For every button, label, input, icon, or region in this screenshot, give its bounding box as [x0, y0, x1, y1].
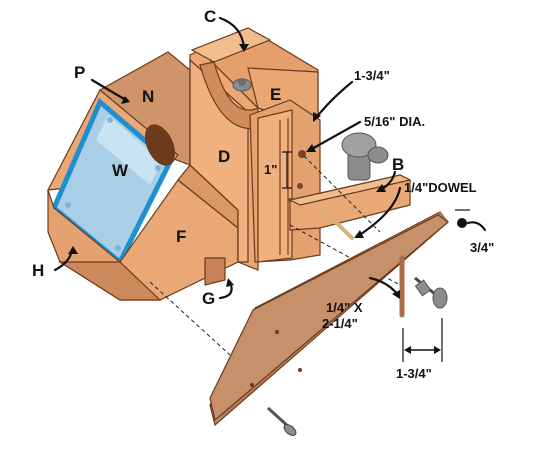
- dim-one-inch: 1": [264, 162, 277, 177]
- arrowhead: [376, 184, 386, 192]
- door-panel-main: [209, 214, 449, 422]
- dim-hole-dia: 5/16" DIA.: [364, 114, 425, 129]
- door-screw-hole: [298, 368, 302, 372]
- dim-dowel-size-2: 2-1/4": [322, 316, 358, 331]
- dim-dowel: 1/4"DOWEL: [404, 180, 477, 195]
- three-quarter-hole: [457, 218, 467, 228]
- dim-bracket-bottom: [402, 318, 443, 362]
- arrowhead: [313, 112, 321, 122]
- glass-reflection: [96, 115, 162, 185]
- arrow-5-16: [308, 120, 362, 152]
- arrow-dowel: [356, 186, 402, 238]
- dim-one-inch: [282, 151, 292, 189]
- dim-dowel-size-1: 1/4" X: [326, 300, 363, 315]
- clamp-post-front: [257, 109, 293, 263]
- arrow-1-3-4-top: [314, 80, 354, 120]
- label-f: F: [176, 227, 186, 246]
- label-b: B: [392, 155, 404, 174]
- hole-lower: [297, 183, 303, 189]
- base-b-top: [288, 174, 412, 206]
- leg-g: [204, 257, 226, 286]
- dim-1-3-4-bottom: 1-3/4": [396, 366, 432, 381]
- knob-icon: [341, 132, 389, 181]
- arrowhead: [306, 144, 316, 152]
- arrowhead: [68, 246, 78, 254]
- label-c: C: [204, 7, 216, 26]
- base-h-bottom: [57, 261, 162, 301]
- screw-icon: [266, 406, 297, 436]
- arrow-p: [90, 78, 128, 102]
- label-w: W: [112, 161, 129, 180]
- label-h: H: [32, 261, 44, 280]
- glass-screw: [115, 245, 121, 251]
- dowel: [316, 203, 354, 240]
- door-knob-icon: [414, 276, 448, 309]
- label-n: N: [142, 87, 154, 106]
- dim-1-3-4-top: 1-3/4": [354, 68, 390, 83]
- arrow-three-quarter: [466, 221, 487, 232]
- arrowhead: [239, 44, 249, 52]
- door-screw-hole: [275, 330, 279, 334]
- label-p: P: [74, 63, 85, 82]
- glass-screw: [155, 165, 161, 171]
- dash-line: [149, 281, 231, 356]
- arrowhead: [121, 96, 130, 104]
- dim-three-quarter: 3/4": [470, 240, 494, 255]
- label-e: E: [270, 85, 281, 104]
- hole-small: [288, 198, 292, 202]
- arrowhead: [392, 290, 400, 299]
- arrowhead: [226, 278, 234, 287]
- door-screw-hole: [250, 383, 254, 387]
- glass-screw: [65, 202, 71, 208]
- arrowhead: [354, 230, 364, 238]
- label-g: G: [202, 289, 215, 308]
- top-block-c-face: [190, 27, 272, 63]
- label-d: D: [218, 147, 230, 166]
- back-panel-hole: [144, 124, 176, 166]
- wing-nut-icon: [232, 78, 252, 92]
- dash-line: [303, 155, 381, 233]
- glass-screw: [107, 117, 113, 123]
